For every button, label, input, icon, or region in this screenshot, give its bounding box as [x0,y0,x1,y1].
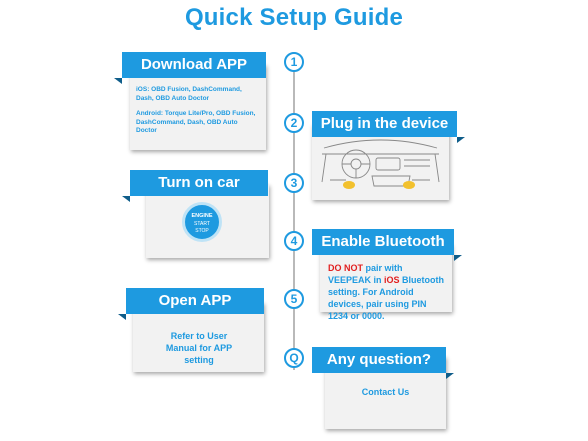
step-4-banner: Enable Bluetooth [312,229,462,261]
step-3-banner: Turn on car [122,170,268,202]
step-1-marker: 1 [284,52,304,72]
step-1-banner: Download APP [114,52,266,84]
timeline-line [293,70,295,370]
question-banner: Any question? [312,347,454,379]
contact-us-link[interactable]: Contact Us [361,387,410,397]
step-1-card: iOS: OBD Fusion, DashCommand, Dash, OBD … [130,64,266,150]
step-5-banner: Open APP [118,288,264,320]
step-4-card: DO NOT pair with VEEPEAK in iOS Bluetoot… [320,244,452,321]
open-app-text: Refer to User Manual for APP setting [165,331,233,365]
start-label: START [194,221,210,227]
question-marker: Q [284,348,304,368]
page-title: Quick Setup Guide [184,4,404,31]
engine-start-stop-button: ENGINE START STOP [182,202,222,242]
do-not-text: DO NOT [328,263,363,273]
step-3-marker: 3 [284,173,304,193]
bluetooth-text-1: pair with VEEPEAK in [328,263,403,285]
step-3-card: ENGINE START STOP [146,184,269,258]
android-apps-text: Android: Torque Lite/Pro, OBD Fusion, Da… [136,110,256,134]
engine-label: ENGINE [191,213,213,219]
car-dashboard-icon [321,139,440,189]
bluetooth-text-2: Bluetooth setting. For Android devices, … [328,275,445,321]
step-5-marker: 5 [284,289,304,309]
step-2-marker: 2 [284,113,304,133]
stop-label: STOP [195,228,209,234]
step-4-marker: 4 [284,231,304,251]
step-2-banner: Plug in the device [312,111,465,143]
ios-apps-text: iOS: OBD Fusion, DashCommand, Dash, OBD … [136,86,242,102]
ios-text: iOS [384,275,400,285]
